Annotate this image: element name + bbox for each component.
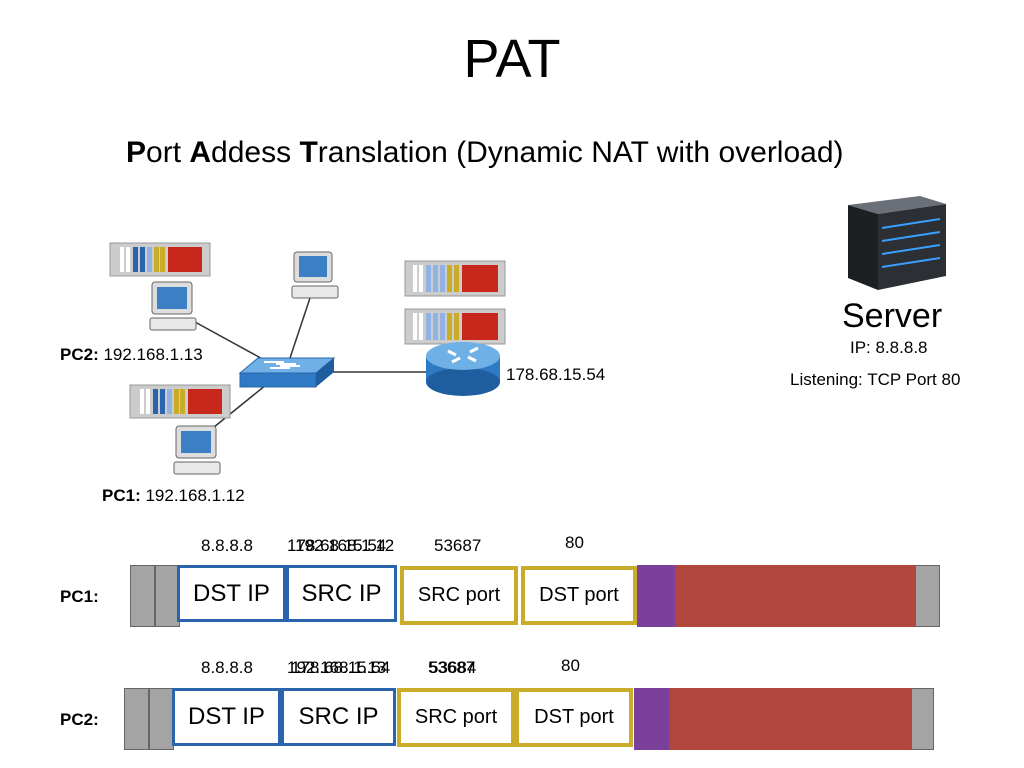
packet-icon-router-1 <box>404 260 506 297</box>
packet-icon-pc2 <box>109 242 211 277</box>
pc2-src-port-value-original: 53687 <box>428 658 476 677</box>
switch-icon <box>238 357 336 388</box>
pc2-src-ip-value-public: 178.68.15.54 <box>291 658 391 677</box>
network-diagram <box>109 196 946 475</box>
pc1-payload-block <box>675 565 915 627</box>
router-icon <box>426 342 500 396</box>
pc2-packet-label: PC2: <box>60 710 99 729</box>
pc1-dst-port-value: 80 <box>565 533 584 552</box>
packet-icon-router-2 <box>404 308 506 345</box>
pc2-src-port-value-translated: 53684 <box>429 658 477 677</box>
page-title: PAT <box>463 29 561 89</box>
pc1-src-ip-field: SRC IP <box>286 565 397 622</box>
page-subtitle: Port Addess Translation (Dynamic NAT wit… <box>126 136 844 169</box>
pc2-trailer-block <box>911 688 934 750</box>
pc1-packet <box>130 565 940 627</box>
pc2-dst-port-field: DST port <box>515 688 633 747</box>
server-ip: IP: 8.8.8.8 <box>850 338 928 357</box>
pc2-header-block <box>124 688 149 750</box>
pc1-src-ip-value-private: 192.168.1.12 <box>295 536 395 555</box>
pc2-src-ip-field: SRC IP <box>281 688 396 746</box>
server-icon <box>848 196 946 290</box>
router-ip: 178.68.15.54 <box>506 365 606 384</box>
pc1-packet-label: PC1: <box>60 587 99 606</box>
pc2-header-block <box>149 688 174 750</box>
pc2-label: PC2: 192.168.1.13 <box>60 345 203 364</box>
pc2-dst-ip-value: 8.8.8.8 <box>201 658 253 677</box>
computer-icon-pc3 <box>291 251 339 299</box>
pc1-dst-port-field: DST port <box>521 566 637 625</box>
server-name: Server <box>842 297 943 335</box>
pc1-trailer-block <box>915 565 940 627</box>
pc1-label: PC1: 192.168.1.12 <box>102 486 245 505</box>
pc1-src-port-field: SRC port <box>400 566 518 625</box>
pc1-dst-ip-field: DST IP <box>177 565 286 622</box>
pc2-purple-block <box>634 688 669 750</box>
pc2-payload-block <box>669 688 911 750</box>
packet-icon-pc1 <box>129 384 231 419</box>
pc2-packet <box>124 688 934 750</box>
computer-icon-pc2 <box>149 281 197 331</box>
pc2-dst-port-value: 80 <box>561 656 580 675</box>
server-listening: Listening: TCP Port 80 <box>790 370 961 389</box>
pc1-header-block <box>130 565 155 627</box>
pc1-src-port-value: 53687 <box>434 536 482 555</box>
pc1-purple-block <box>637 565 675 627</box>
pc2-src-port-field: SRC port <box>397 688 515 747</box>
computer-icon-pc1 <box>173 425 221 475</box>
pc2-dst-ip-field: DST IP <box>172 688 281 746</box>
pc1-dst-ip-value: 8.8.8.8 <box>201 536 253 555</box>
pc1-src-ip-value-public: 178.68.15.54 <box>287 536 387 555</box>
pc2-src-ip-value-private: 192.168.1.13 <box>287 658 387 677</box>
